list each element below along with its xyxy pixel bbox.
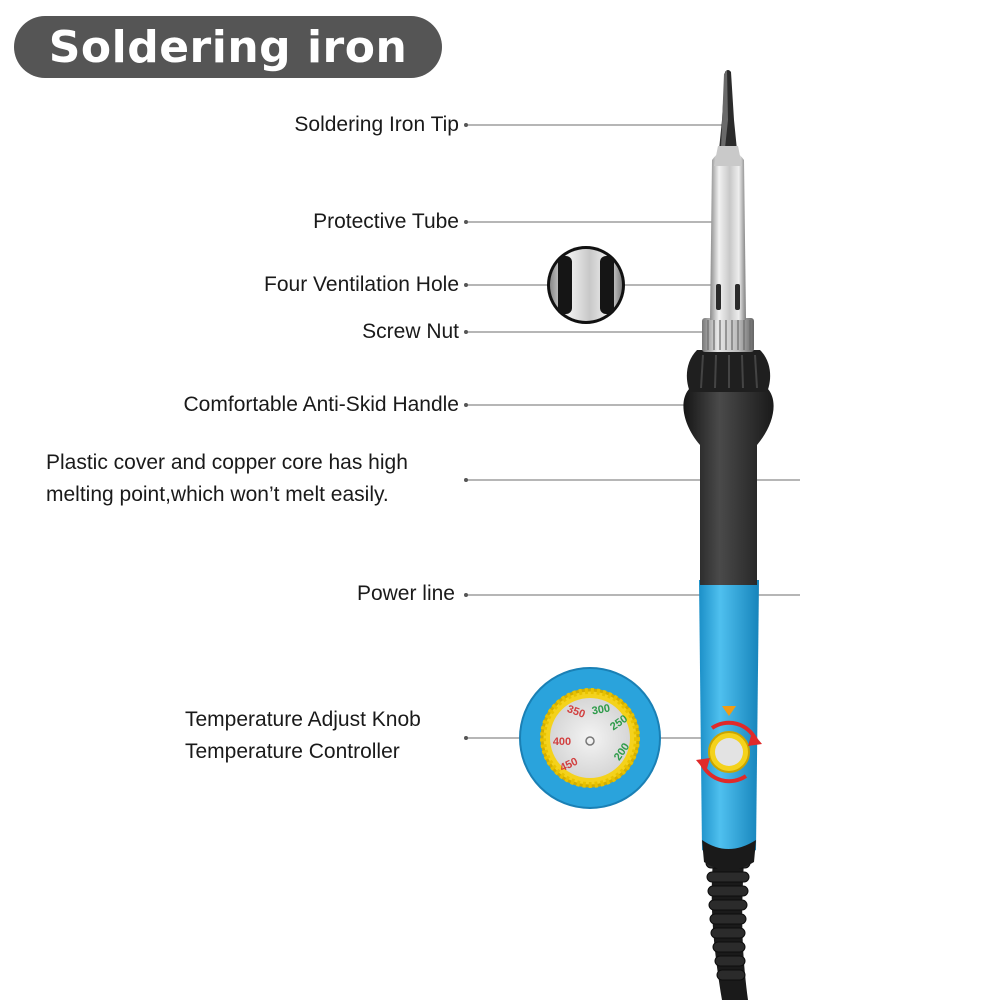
label-plastic-line-1: Plastic cover and copper core has high bbox=[46, 451, 408, 474]
knob-zoom-inset: 200 250 300 350 400 450 bbox=[519, 667, 661, 809]
dial-value-400: 400 bbox=[553, 736, 571, 748]
pointer-arrow-icon bbox=[722, 706, 736, 716]
label-screw-nut: Screw Nut bbox=[362, 320, 459, 343]
ventilation-hole-inset bbox=[547, 246, 625, 324]
label-ventilation-hole: Four Ventilation Hole bbox=[264, 273, 459, 296]
black-handle bbox=[683, 350, 774, 585]
power-cable bbox=[705, 857, 751, 1000]
leader-dots bbox=[464, 123, 468, 740]
label-knob-line-1: Temperature Adjust Knob bbox=[185, 708, 421, 731]
blue-barrel bbox=[699, 580, 759, 870]
soldering-tip bbox=[714, 70, 742, 166]
label-plastic-line-2: melting point,which won’t melt easily. bbox=[46, 483, 389, 506]
title-banner: Soldering iron bbox=[14, 16, 442, 78]
dial-value-350: 350 bbox=[565, 703, 586, 721]
label-power-line: Power line bbox=[356, 582, 455, 605]
protective-tube bbox=[710, 149, 746, 320]
label-protective-tube: Protective Tube bbox=[313, 210, 459, 233]
label-handle: Comfortable Anti-Skid Handle bbox=[183, 393, 459, 416]
screw-nut bbox=[702, 318, 754, 352]
label-soldering-iron-tip: Soldering Iron Tip bbox=[294, 113, 459, 136]
dial-value-300: 300 bbox=[591, 702, 611, 717]
label-knob-line-2: Temperature Controller bbox=[185, 740, 400, 763]
page-title: Soldering iron bbox=[48, 21, 408, 73]
barrel-knob bbox=[696, 706, 762, 784]
